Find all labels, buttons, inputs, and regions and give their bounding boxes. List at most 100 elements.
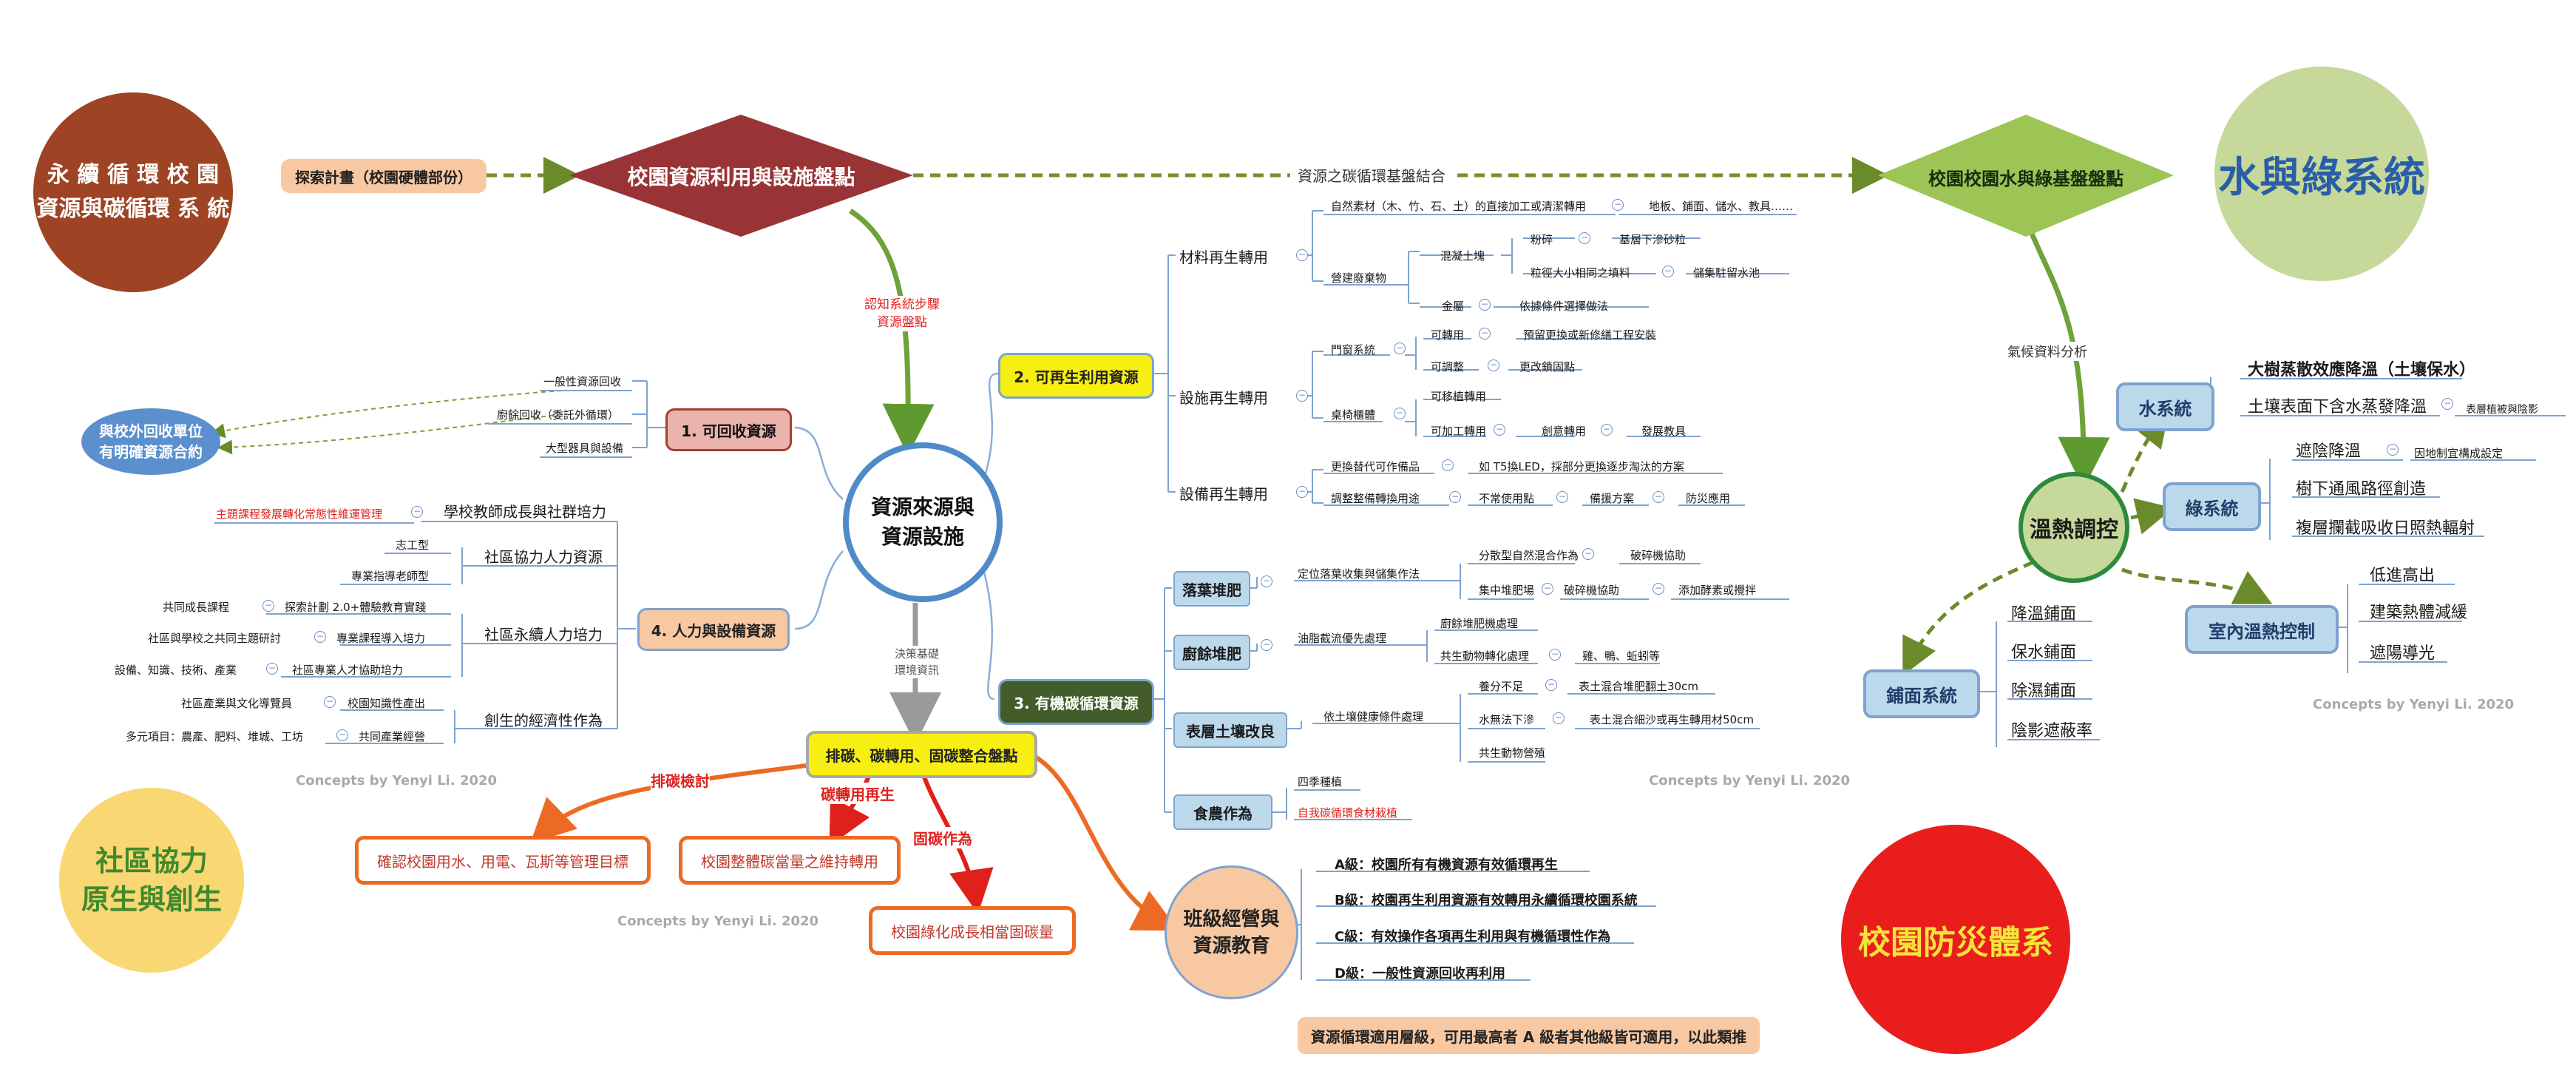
community-circle: 社區協力 原生與創生: [59, 788, 244, 973]
watermark: Concepts by Yenyi Li. 2020: [1649, 773, 1851, 789]
adjust-hardware: 更改鎖固點: [1519, 360, 1576, 374]
collapse-icon[interactable]: −: [336, 729, 348, 741]
water-item-1: 大樹蒸散效應降溫（土壤保水）: [2248, 361, 2476, 379]
shredder-2: 破碎機協助: [1564, 584, 1620, 597]
branch-human-resources: 4. 人力與設備資源: [637, 608, 790, 651]
base-gravel: 基層下滲砂粒: [1619, 233, 1687, 246]
collapse-icon[interactable]: −: [1549, 649, 1561, 661]
collapse-icon[interactable]: −: [1653, 583, 1664, 595]
center-node: 資源來源與 資源設施: [843, 442, 1003, 602]
collapse-icon[interactable]: −: [411, 506, 423, 518]
thermal-control-node: 溫熱調控: [2019, 472, 2129, 583]
collapse-icon[interactable]: −: [1261, 639, 1272, 651]
collapse-icon[interactable]: −: [1553, 712, 1565, 724]
collapse-icon[interactable]: −: [1488, 359, 1499, 371]
indoor-thermal: 室內溫熱控制: [2185, 605, 2339, 654]
level-a: A級：校園所有有機資源有效循環再生: [1335, 857, 1558, 873]
green-system: 綠系統: [2163, 482, 2261, 531]
collapse-icon[interactable]: −: [1449, 491, 1461, 503]
mix-30cm: 表土混合堆肥翻土30cm: [1579, 680, 1698, 693]
backup-plan: 備援方案: [1590, 492, 1635, 505]
flood-use: 防災應用: [1686, 492, 1731, 505]
crush: 粉碎: [1531, 233, 1553, 246]
multi-items: 多元項目：農產、肥料、堆城、工坊: [126, 730, 304, 743]
culture-guide: 社區產業與文化導覽員: [181, 697, 293, 710]
reusable: 可轉用: [1431, 328, 1465, 342]
collapse-icon[interactable]: −: [314, 631, 326, 643]
movable: 可移植轉用: [1431, 390, 1487, 403]
collapse-icon[interactable]: −: [324, 696, 336, 708]
collapse-icon[interactable]: −: [1545, 679, 1557, 691]
replace-parts: 更換替代可作備品: [1331, 460, 1420, 473]
collapse-icon[interactable]: −: [1582, 548, 1594, 560]
indoor-item-3: 遮陽導光: [2370, 644, 2436, 663]
teacher-growth: 學校教師成長與社群培力: [444, 503, 606, 521]
collapse-icon[interactable]: −: [1601, 424, 1613, 436]
collapse-icon[interactable]: −: [1479, 299, 1491, 311]
fixation-label: 固碳作為: [913, 827, 972, 848]
recycle-large: 大型器具與設備: [546, 442, 624, 455]
equipment-reuse: 設備再生轉用: [1179, 485, 1268, 503]
food-machine: 廚餘堆肥機處理: [1440, 617, 1519, 630]
paving-system: 鋪面系統: [1863, 669, 1980, 718]
system-title-circle: 永 續 循 環 校 園 資源與碳循環 系 統: [33, 92, 233, 292]
nutrient-lack: 養分不足: [1479, 680, 1524, 693]
idle-spot: 不常使用點: [1479, 492, 1535, 505]
econ-action: 創生的經濟性作為: [484, 712, 603, 729]
co-research: 社區與學校之共同主題研討: [148, 632, 282, 645]
collapse-icon[interactable]: −: [1556, 491, 1568, 503]
watermark: Concepts by Yenyi Li. 2020: [617, 914, 819, 929]
mentor-type: 專業指導老師型: [351, 570, 430, 583]
carbon-integration-box: 排碳、碳轉用、固碳整合盤點: [806, 731, 1037, 778]
led-scheme: 如 T5換LED，採部分更換逐步淘汰的方案: [1479, 460, 1684, 473]
collapse-icon[interactable]: −: [1296, 390, 1308, 402]
community-hr: 社區協力人力資源: [484, 548, 603, 566]
campus-knowledge: 校園知識性產出: [348, 697, 426, 710]
metal-rule: 依據條件選擇做法: [1519, 300, 1609, 313]
collapse-icon[interactable]: −: [1542, 583, 1553, 595]
fill-material: 粒徑大小相同之填料: [1531, 266, 1631, 280]
water-item-2-sub: 表層植被與陰影: [2466, 404, 2538, 416]
collapse-icon[interactable]: −: [1612, 199, 1624, 211]
co-course: 共同成長課程: [163, 601, 230, 614]
fixed-collect: 定位落葉收集與儲集作法: [1298, 567, 1420, 581]
recycle-kitchen: 廚餘回收（委託外循環）: [497, 408, 620, 422]
volunteer-type: 志工型: [396, 538, 430, 552]
collapse-icon[interactable]: −: [1653, 491, 1664, 503]
target-carbon-equivalent: 校園整體碳當量之維持轉用: [679, 836, 901, 885]
branch-recyclable: 1. 可回收資源: [665, 408, 792, 451]
collapse-icon[interactable]: −: [1394, 342, 1406, 354]
water-diamond-label: 校園校園水與綠基盤盤點: [1928, 169, 2123, 189]
reserve-install: 預留更換或新修繕工程安裝: [1523, 328, 1657, 342]
collapse-icon[interactable]: −: [1579, 232, 1590, 244]
collapse-icon[interactable]: −: [266, 663, 278, 675]
green-item-1: 遮陰降溫: [2296, 442, 2362, 461]
poor-drain: 水無法下滲: [1479, 713, 1535, 726]
class-management-node: 班級經營與 資源教育: [1165, 865, 1298, 999]
collapse-icon[interactable]: −: [1296, 486, 1308, 498]
collapse-icon[interactable]: −: [1494, 424, 1505, 436]
level-d: D級：一般性資源回收再利用: [1335, 966, 1505, 982]
target-utilities: 確認校園用水、用電、瓦斯等管理目標: [355, 836, 651, 885]
paving-item-4: 陰影遮蔽率: [2011, 722, 2093, 740]
collapse-icon[interactable]: −: [1662, 266, 1674, 277]
collapse-icon[interactable]: −: [262, 600, 274, 612]
animals: 雞、鴨、蚯蚓等: [1582, 649, 1661, 663]
resource-diamond-shape: [569, 115, 913, 237]
collapse-icon[interactable]: −: [1261, 575, 1272, 587]
desk-cabinet: 桌椅櫃體: [1331, 408, 1376, 422]
collapse-icon[interactable]: −: [2441, 398, 2453, 410]
paving-item-1: 降溫鋪面: [2011, 605, 2077, 624]
storage-pond: 儲集駐留水池: [1693, 266, 1760, 280]
level-note: 資源循環適用層級，可用最高者 A 級者其他級皆可適用，以此類推: [1298, 1017, 1760, 1054]
creative-reuse: 創意轉用: [1542, 425, 1587, 438]
collapse-icon[interactable]: −: [1479, 328, 1491, 340]
collapse-icon[interactable]: −: [2387, 444, 2399, 456]
water-item-2: 土壤表面下含水蒸發降溫: [2248, 398, 2427, 416]
branch-renewable: 2. 可再生利用資源: [998, 353, 1154, 399]
collapse-icon[interactable]: −: [1296, 249, 1308, 261]
collapse-icon[interactable]: −: [1442, 459, 1454, 471]
central-compost: 集中堆肥場: [1479, 584, 1535, 597]
collapse-icon[interactable]: −: [1394, 408, 1406, 419]
